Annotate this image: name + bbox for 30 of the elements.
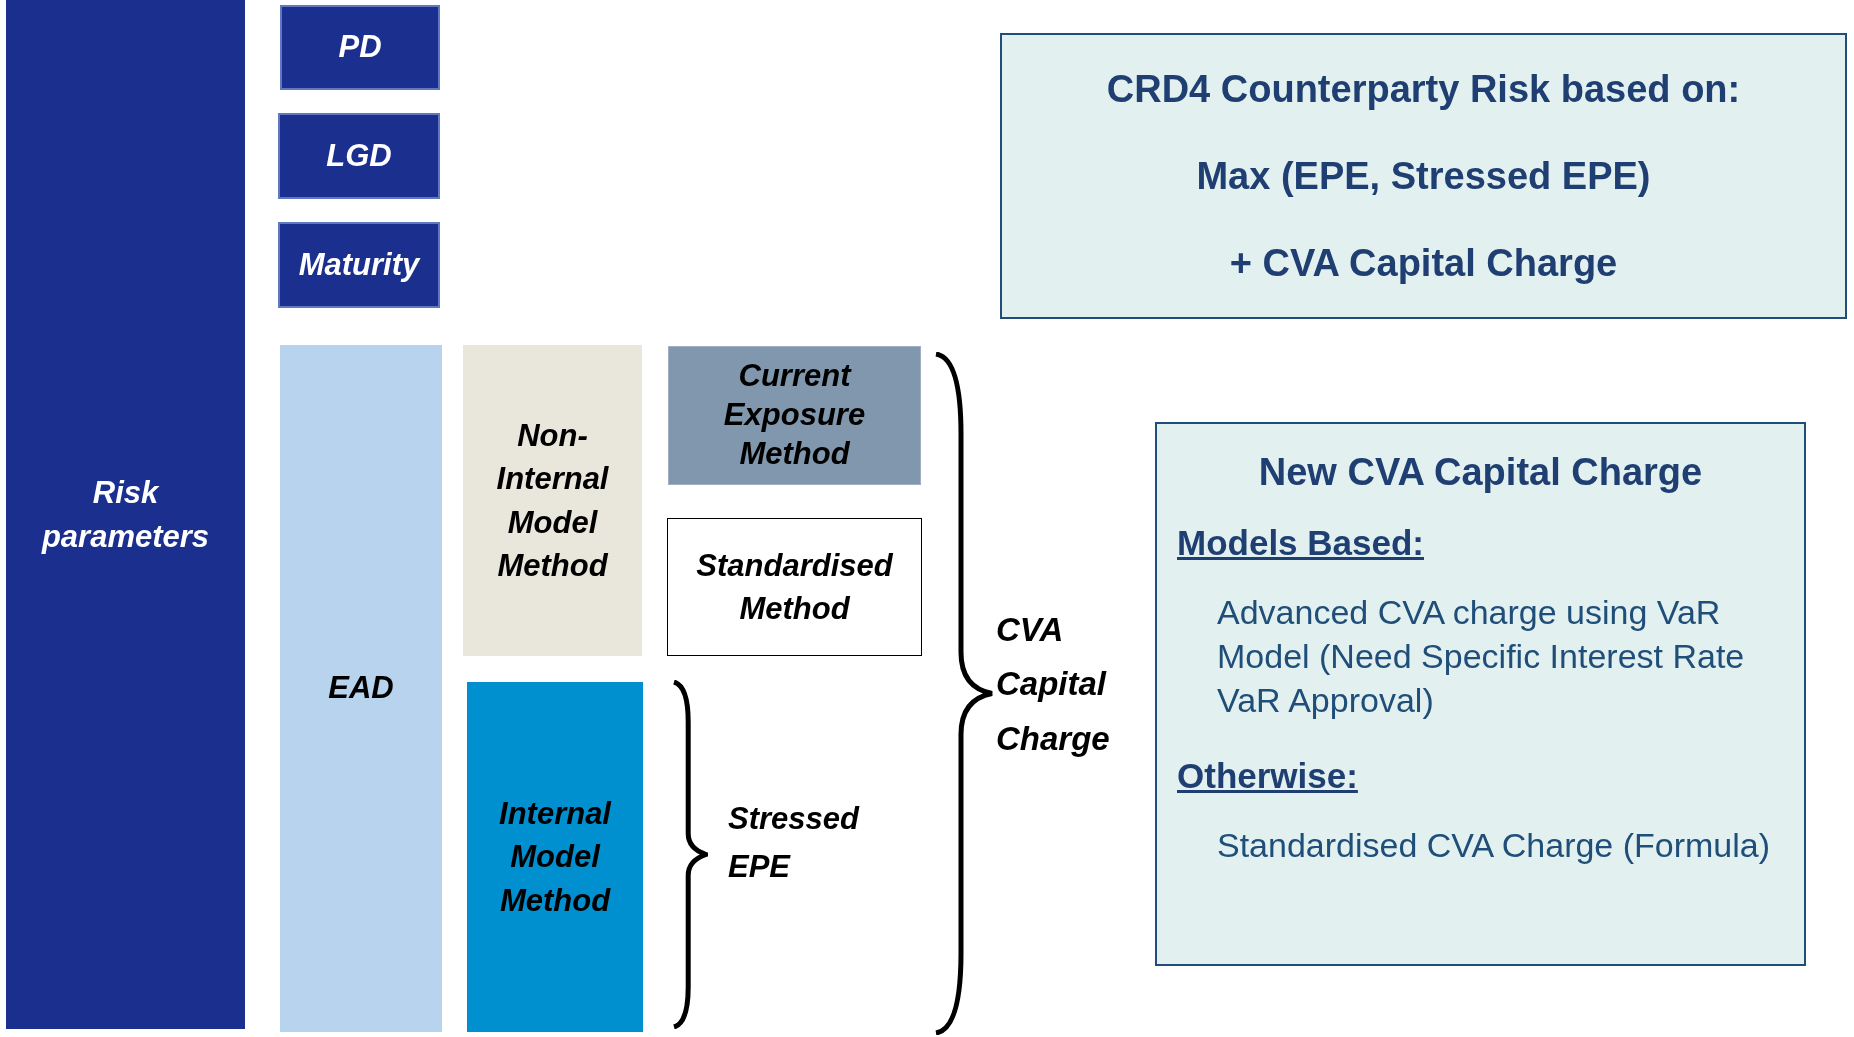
box-label: Risk parameters — [40, 474, 211, 556]
panel-heading: New CVA Capital Charge — [1257, 450, 1704, 495]
box-label: EAD — [328, 669, 394, 708]
box — [467, 682, 643, 1032]
box-label: Non-Internal Model Method — [495, 416, 610, 585]
box — [667, 518, 922, 656]
box — [280, 5, 440, 90]
box-label: Internal Model Method — [498, 794, 613, 920]
box-label: Maturity — [298, 245, 420, 284]
section-heading: Models Based: — [1177, 522, 1425, 564]
box-label: Current Exposure Method — [722, 357, 867, 473]
box-label: PD — [338, 28, 382, 67]
box — [668, 346, 921, 485]
box — [278, 222, 440, 308]
body-text: Standardised CVA Charge (Formula) — [1216, 824, 1772, 866]
info-panel — [1000, 33, 1847, 319]
panel-text: CRD4 Counterparty Risk based on: — [1106, 66, 1741, 112]
info-panel — [1155, 422, 1806, 966]
brace-label: Stressed EPE — [728, 800, 861, 887]
bar — [280, 345, 442, 1032]
panel-text: + CVA Capital Charge — [1229, 240, 1618, 286]
box-label: LGD — [326, 136, 392, 175]
box-label: Standardised Method — [695, 546, 894, 628]
section-heading: Otherwise: — [1177, 755, 1359, 798]
bar — [6, 0, 245, 1029]
brace-label: CVA Capital Charge — [996, 610, 1111, 759]
box — [463, 345, 642, 656]
body-text: Advanced CVA charge using VaR Model (Need Specific Interest Rate VaR Approval) — [1216, 591, 1746, 721]
panel-text: Max (EPE, Stressed EPE) — [1196, 153, 1651, 199]
box — [278, 113, 440, 199]
